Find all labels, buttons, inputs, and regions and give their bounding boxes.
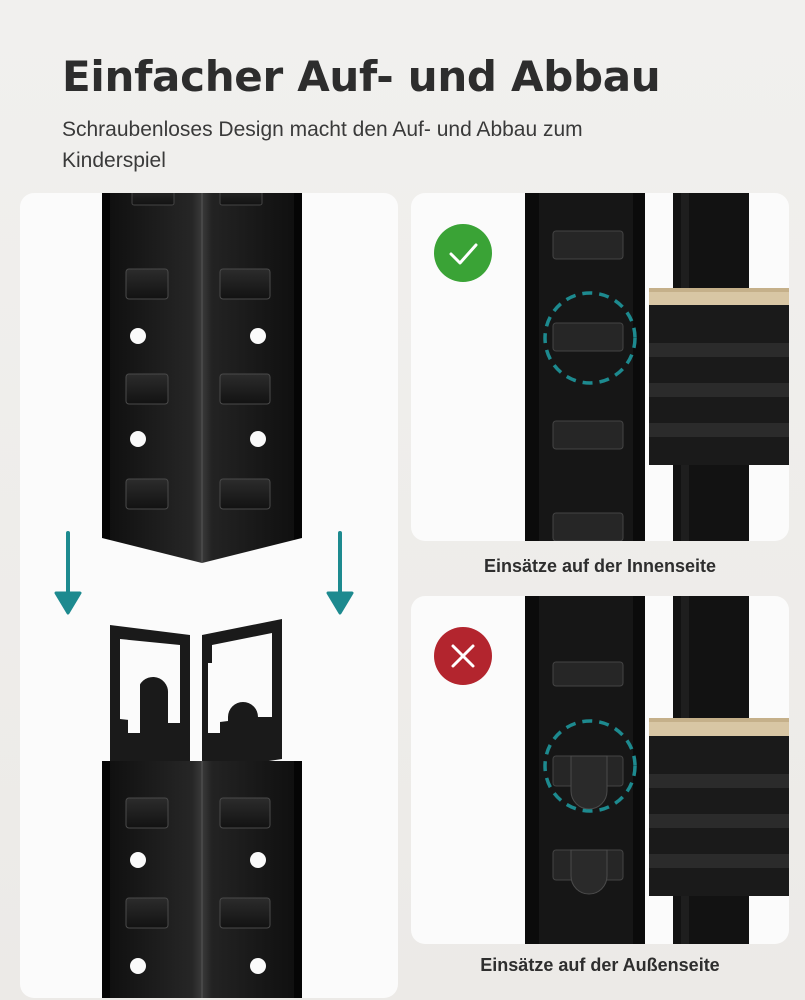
caption-outer-inserts: Einsätze auf der Außenseite <box>480 955 720 975</box>
lower-post <box>102 761 302 998</box>
highlight-circle <box>543 719 637 813</box>
check-icon <box>434 224 492 282</box>
x-icon <box>434 627 492 685</box>
caption-inner-inserts: Einsätze auf der Innenseite <box>483 556 717 576</box>
incorrect-example-panel <box>411 596 789 944</box>
page-subtitle: Schraubenloses Design macht den Auf- und… <box>62 118 583 172</box>
highlight-circle <box>543 291 637 385</box>
outer-insert-illustration <box>525 596 789 944</box>
post-assembly-illustration <box>54 193 354 998</box>
connector-tabs <box>110 619 282 771</box>
assembly-illustration-panel <box>20 193 398 998</box>
upper-post <box>102 193 302 563</box>
down-arrow-right-icon <box>326 531 354 615</box>
page-title: Einfacher Auf- und Abbau <box>62 52 661 101</box>
correct-example-panel <box>411 193 789 541</box>
inner-insert-illustration <box>525 193 789 541</box>
down-arrow-left-icon <box>54 531 82 615</box>
